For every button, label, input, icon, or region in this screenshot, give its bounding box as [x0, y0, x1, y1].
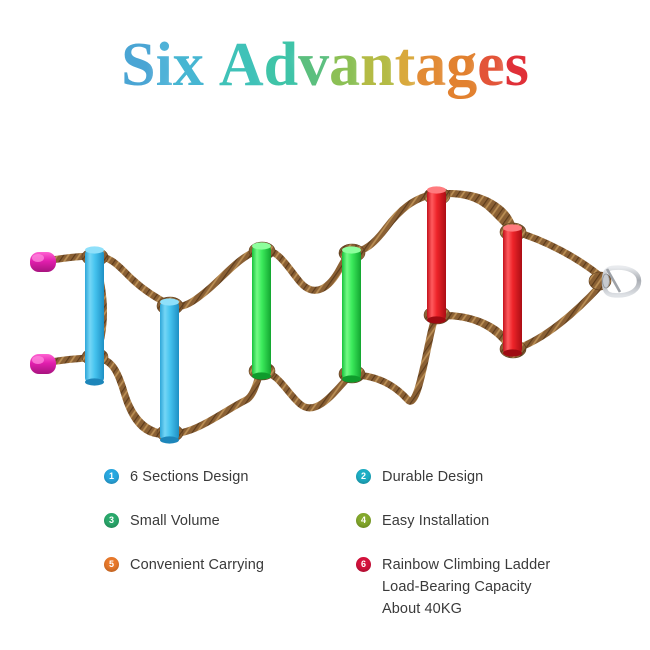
- feature-label-1: 6 Sections Design: [130, 466, 249, 488]
- end-cap-top: [30, 252, 56, 272]
- feature-column-right: 2 Durable Design 4 Easy Installation 6 Rainbo…: [356, 466, 636, 642]
- title-letter-7: a: [329, 31, 361, 99]
- feature-badge-6: 6: [356, 557, 371, 572]
- title-letter-4: A: [218, 31, 264, 99]
- feature-badge-2: 2: [356, 469, 371, 484]
- feature-item-5: 5 Convenient Carrying: [104, 554, 354, 576]
- rope-bottom-rail: [36, 312, 517, 438]
- rung-2: [160, 298, 179, 444]
- title-letter-10: a: [415, 31, 447, 99]
- feature-badge-3: 3: [104, 513, 119, 528]
- feature-badge-4: 4: [356, 513, 371, 528]
- feature-label-line: Load-Bearing Capacity: [382, 579, 532, 595]
- end-cap-bottom: [30, 354, 56, 374]
- feature-label-line: 6 Sections Design: [130, 469, 249, 485]
- feature-label-2: Durable Design: [382, 466, 483, 488]
- rung-5: [427, 186, 446, 324]
- rope-left-dip: [91, 354, 174, 438]
- feature-label-line: Small Volume: [130, 513, 220, 529]
- feature-label-line: Convenient Carrying: [130, 557, 265, 573]
- title-letter-6: v: [298, 31, 330, 99]
- title-letter-9: t: [394, 31, 416, 99]
- rope-tail: [509, 227, 604, 354]
- feature-label-line: Easy Installation: [382, 513, 490, 529]
- feature-item-3: 3 Small Volume: [104, 510, 354, 532]
- feature-label-line: Rainbow Climbing Ladder: [382, 557, 551, 573]
- title-letter-8: n: [360, 31, 395, 99]
- rope-end-caps: [30, 252, 56, 374]
- page-title: Six Advantages: [121, 34, 529, 96]
- title-letter-12: e: [477, 31, 505, 99]
- product-illustration: [0, 150, 650, 450]
- title-letter-13: s: [504, 31, 529, 99]
- rung-4: [342, 246, 361, 383]
- title-letter-5: d: [263, 31, 299, 99]
- feature-label-line: About 40KG: [382, 601, 462, 617]
- title-letter-2: x: [172, 31, 204, 99]
- carabiner-icon: [601, 265, 642, 298]
- ladder-rungs: [85, 186, 522, 444]
- rung-1: [85, 246, 104, 386]
- title-letter-0: S: [121, 31, 156, 99]
- feature-column-left: 1 6 Sections Design 3 Small Volume 5 Convenie…: [104, 466, 354, 598]
- feature-badge-5: 5: [104, 557, 119, 572]
- feature-label-3: Small Volume: [130, 510, 220, 532]
- feature-label-5: Convenient Carrying: [130, 554, 264, 576]
- feature-label-line: Durable Design: [382, 469, 484, 485]
- feature-item-4: 4 Easy Installation: [356, 510, 636, 532]
- title-letter-1: i: [155, 31, 173, 99]
- rope-ladder-svg: [30, 186, 642, 444]
- rung-3: [252, 242, 271, 380]
- title-letter-11: g: [446, 31, 478, 99]
- feature-item-2: 2 Durable Design: [356, 466, 636, 488]
- feature-badge-1: 1: [104, 469, 119, 484]
- page-title-wrap: Six Advantages: [0, 34, 650, 96]
- feature-list: 1 6 Sections Design 3 Small Volume 5 Convenie…: [0, 466, 650, 636]
- rung-6: [503, 224, 522, 357]
- feature-item-1: 1 6 Sections Design: [104, 466, 354, 488]
- feature-label-4: Easy Installation: [382, 510, 489, 532]
- title-space: [204, 34, 219, 96]
